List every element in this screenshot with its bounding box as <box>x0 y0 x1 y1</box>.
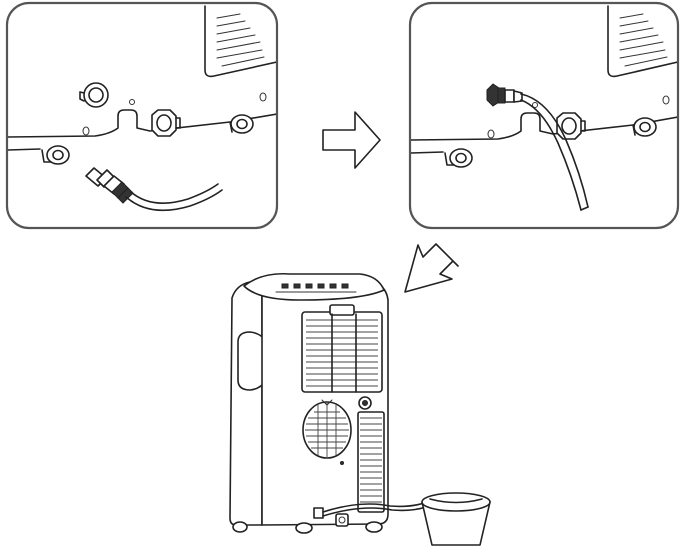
lower-grille-icon <box>358 412 384 512</box>
water-bucket-icon <box>422 493 490 545</box>
arrow-right-icon <box>323 112 380 168</box>
panel-2-connected-hose <box>410 3 678 228</box>
wheel-icon <box>633 118 656 136</box>
cord-outlet-icon <box>359 397 371 409</box>
dehumidifier-unit-icon <box>230 274 448 533</box>
panel-1-detached-hose <box>7 3 277 228</box>
air-grille-icon <box>302 305 382 392</box>
wheel-icon <box>230 115 253 133</box>
arrow-down-left-icon <box>405 244 458 292</box>
